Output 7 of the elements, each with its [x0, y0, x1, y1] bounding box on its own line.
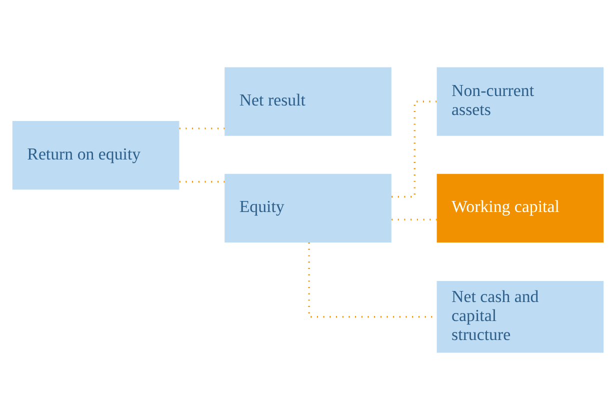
node-box: Non-current assets — [436, 67, 604, 136]
node-box: Return on equity — [12, 121, 180, 190]
connector — [391, 100, 436, 198]
node-box: Net cash and capital structure — [436, 281, 604, 353]
node-box: Working capital — [436, 174, 604, 242]
node-box: Equity — [224, 174, 392, 242]
node-box: Net result — [224, 67, 392, 136]
